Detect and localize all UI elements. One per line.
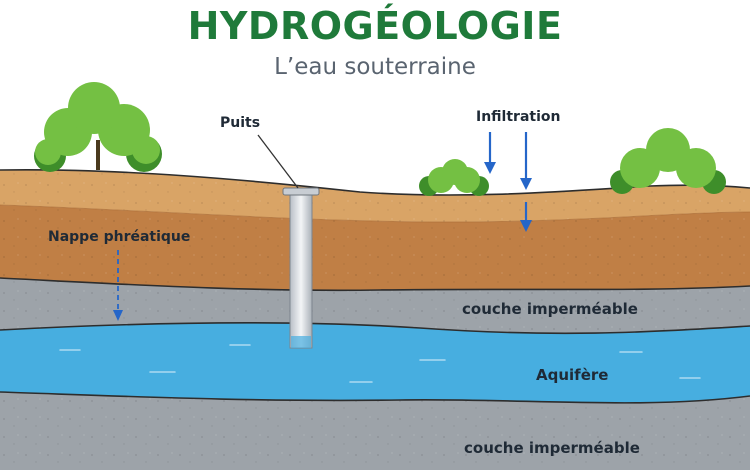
aquifer-layer — [0, 322, 750, 403]
aquifer-label: Aquifère — [536, 366, 609, 384]
page-title: HYDROGÉOLOGIE — [187, 4, 563, 48]
water-table-label: Nappe phréatique — [48, 229, 191, 245]
tree-icon — [34, 82, 162, 172]
impermeable-top-label: couche imperméable — [462, 300, 638, 318]
down-arrow-icon — [520, 202, 532, 232]
tree-icon — [610, 128, 726, 194]
down-arrow-icon — [484, 132, 496, 174]
impermeable-bottom-label: couche imperméable — [464, 439, 640, 457]
down-arrow-icon — [520, 132, 532, 190]
shrub-icon — [419, 159, 489, 196]
infiltration-label: Infiltration — [476, 109, 561, 125]
well-icon — [282, 187, 320, 349]
well-label: Puits — [220, 115, 261, 131]
page-subtitle: L’eau souterraine — [274, 54, 476, 80]
well-pointer-line — [257, 134, 299, 189]
down-arrow-icon — [113, 250, 123, 321]
